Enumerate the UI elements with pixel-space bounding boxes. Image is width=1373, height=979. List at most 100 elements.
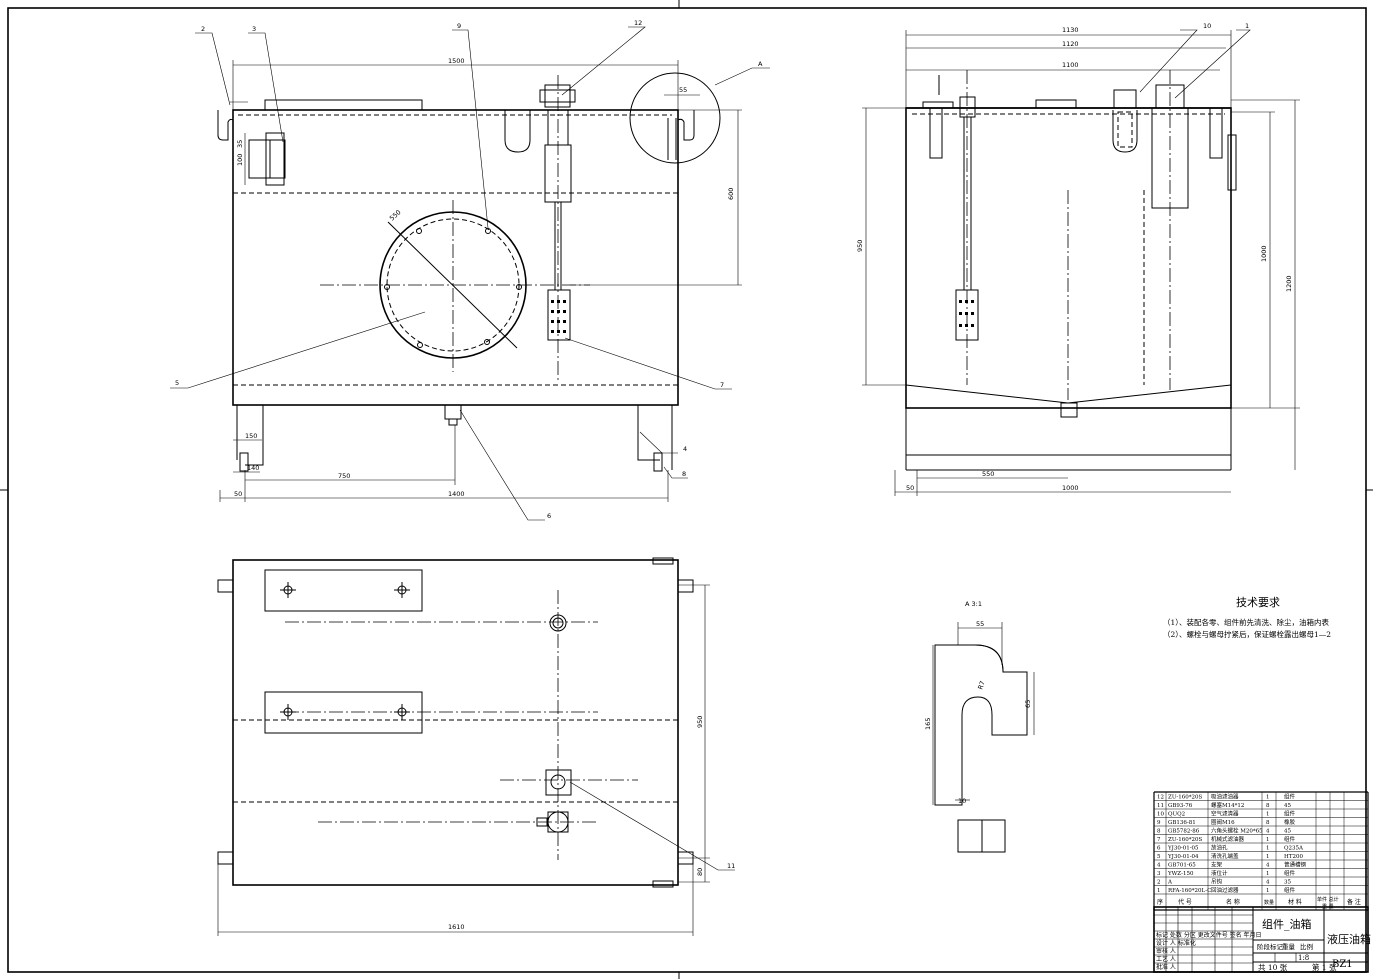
side-view-labels: 1130 1120 1100 950 1000 1200 550 1000 50… (856, 22, 1293, 492)
bom-cell-qty: 8 (1266, 803, 1270, 809)
dim-1000-horizontal: 1000 (1062, 484, 1079, 492)
bom-cell-name: 支架 (1211, 861, 1223, 869)
tech-line-1: （1）、装配各零、组件前先清洗、除尘，油箱内表 (1163, 617, 1330, 627)
bom-cell-name: 吸油滤油器 (1211, 793, 1239, 801)
dim-550-side: 550 (982, 470, 994, 478)
balloon-9: 9 (457, 22, 461, 30)
bom-cell-code: A (1167, 880, 1173, 886)
dim-1500: 1500 (448, 57, 465, 65)
detail-a (932, 622, 1035, 853)
bom-cell-material: 普通槽钢 (1284, 861, 1307, 869)
bom-head-code: 代 号 (1178, 898, 1192, 906)
bom-cell-qty: 1 (1266, 888, 1270, 894)
bom-cell-code: GB93-76 (1168, 803, 1193, 809)
title-row-2: 设计 人 标准化 (1156, 939, 1196, 947)
bom-cell-material: HT200 (1284, 854, 1303, 860)
bom-head-name: 名 称 (1226, 898, 1240, 906)
dim-550-front: 550 (388, 208, 403, 222)
technical-requirements: 技术要求 （1）、装配各零、组件前先清洗、除尘，油箱内表 （2）、螺栓与螺母拧紧… (1163, 596, 1331, 639)
bom-cell-name: 回油过滤器 (1211, 886, 1239, 894)
detail-a-labels: A 3:1 55 165 65 10 R7 (924, 600, 1032, 805)
dim-1000-vertical: 1000 (1260, 245, 1268, 262)
title-block: 组件_油箱 液压油箱 BZ1 阶段标记 重量 比例 1:8 共 10 张 第 1… (1153, 906, 1371, 973)
bom-cell-code: GB5782-86 (1168, 829, 1200, 835)
drawing-code: BZ1 (1332, 959, 1353, 970)
bom-cell-name: 圈阀M16 (1211, 818, 1235, 826)
bom-head-note: 备 注 (1347, 898, 1361, 906)
detail-dim-10: 10 (958, 797, 966, 805)
bom-cell-no: 11 (1157, 803, 1164, 809)
balloon-1: 1 (1245, 22, 1249, 30)
bom-cell-qty: 1 (1266, 871, 1270, 877)
bom-head-no: 序 (1157, 898, 1163, 906)
dim-1100: 1100 (1062, 61, 1079, 69)
bom-cell-no: 6 (1157, 846, 1161, 852)
scale-label: 比例 (1300, 942, 1313, 951)
bom-head-qty: 数量 (1264, 899, 1274, 906)
bom-cell-code: YWZ-150 (1167, 871, 1194, 877)
side-view (862, 29, 1300, 496)
bom-cell-no: 5 (1157, 854, 1161, 860)
weight-label: 重量 (1282, 943, 1296, 951)
bom-cell-code: GB701-65 (1168, 863, 1196, 869)
scale-value: 1:8 (1298, 954, 1309, 962)
bom-cell-no: 12 (1157, 795, 1164, 801)
bom-cell-qty: 1 (1266, 837, 1270, 843)
bom-cell-name: 六角头螺栓 M20*65 (1211, 827, 1263, 835)
dim-950-side: 950 (856, 240, 864, 252)
bom-cell-material: 橡胶 (1284, 818, 1296, 826)
drawing-name: 组件_油箱 (1262, 917, 1312, 931)
bom-cell-material: 组件 (1284, 793, 1296, 801)
bom-cell-qty: 1 (1266, 812, 1270, 818)
bom-cell-no: 7 (1157, 837, 1161, 843)
balloon-2: 2 (201, 25, 205, 33)
bom-cell-no: 4 (1157, 863, 1161, 869)
dim-950-top: 950 (696, 716, 704, 728)
title-row-5: 批准 人 (1156, 963, 1176, 971)
bom-cell-no: 9 (1157, 820, 1161, 826)
bom-cell-no: 1 (1157, 888, 1161, 894)
dim-35: 35 (236, 140, 244, 148)
dim-1610: 1610 (448, 923, 465, 931)
dim-1400: 1400 (448, 490, 465, 498)
bom-cell-code: YJ30-01-05 (1167, 846, 1199, 852)
bom-cell-no: 8 (1157, 829, 1161, 835)
bom-cell-material: 组件 (1284, 810, 1296, 818)
bom-cell-material: 组件 (1284, 886, 1296, 894)
balloon-3: 3 (252, 25, 256, 33)
balloon-7: 7 (720, 381, 724, 389)
bom-cell-name: 螺塞M14*12 (1211, 801, 1244, 809)
bom-cell-qty: 1 (1266, 795, 1270, 801)
bom-cell-name: 液位计 (1211, 869, 1228, 877)
bom-cell-no: 10 (1157, 812, 1164, 818)
balloon-A: A (758, 60, 763, 68)
balloon-11: 11 (727, 862, 735, 870)
title-row-3: 审核 人 (1156, 947, 1176, 955)
bom-cell-name: 吊钩 (1211, 878, 1223, 886)
detail-dim-55: 55 (976, 620, 984, 628)
dim-750: 750 (338, 472, 350, 480)
bom-cell-code: YJ30-01-04 (1167, 854, 1199, 860)
detail-dim-165: 165 (924, 718, 932, 730)
title-row-4: 工艺 人 (1156, 955, 1176, 963)
bom-cell-code: ZU-160*20S (1168, 837, 1202, 843)
dim-50-side: 50 (906, 484, 914, 492)
dim-55-front: 55 (679, 86, 687, 94)
bom-cell-code: QUQ2 (1168, 812, 1185, 818)
tech-line-2: （2）、螺栓与螺母拧紧后，保证螺栓露出螺母1—2 (1163, 629, 1331, 639)
balloon-4: 4 (683, 445, 687, 453)
bom-cell-material: 35 (1284, 880, 1291, 886)
bom-head-weight: 单件 总计 (1317, 896, 1339, 903)
bom-cell-qty: 4 (1266, 863, 1270, 869)
dim-1200: 1200 (1285, 275, 1293, 292)
title-row-1: 标记 处数 分区 更改文件号 签名 年月日 (1156, 931, 1262, 939)
bom-cell-qty: 1 (1266, 854, 1270, 860)
stage-label: 阶段标记 (1257, 942, 1284, 951)
sheet-number: 第 1 张 (1312, 962, 1337, 972)
bom-cell-qty: 1 (1266, 846, 1270, 852)
balloon-12: 12 (634, 19, 642, 27)
bom-cell-code: ZU-160*20S (1168, 795, 1202, 801)
bom-cell-qty: 4 (1266, 880, 1270, 886)
bom-cell-material: 45 (1284, 829, 1291, 835)
balloon-8: 8 (682, 470, 686, 478)
